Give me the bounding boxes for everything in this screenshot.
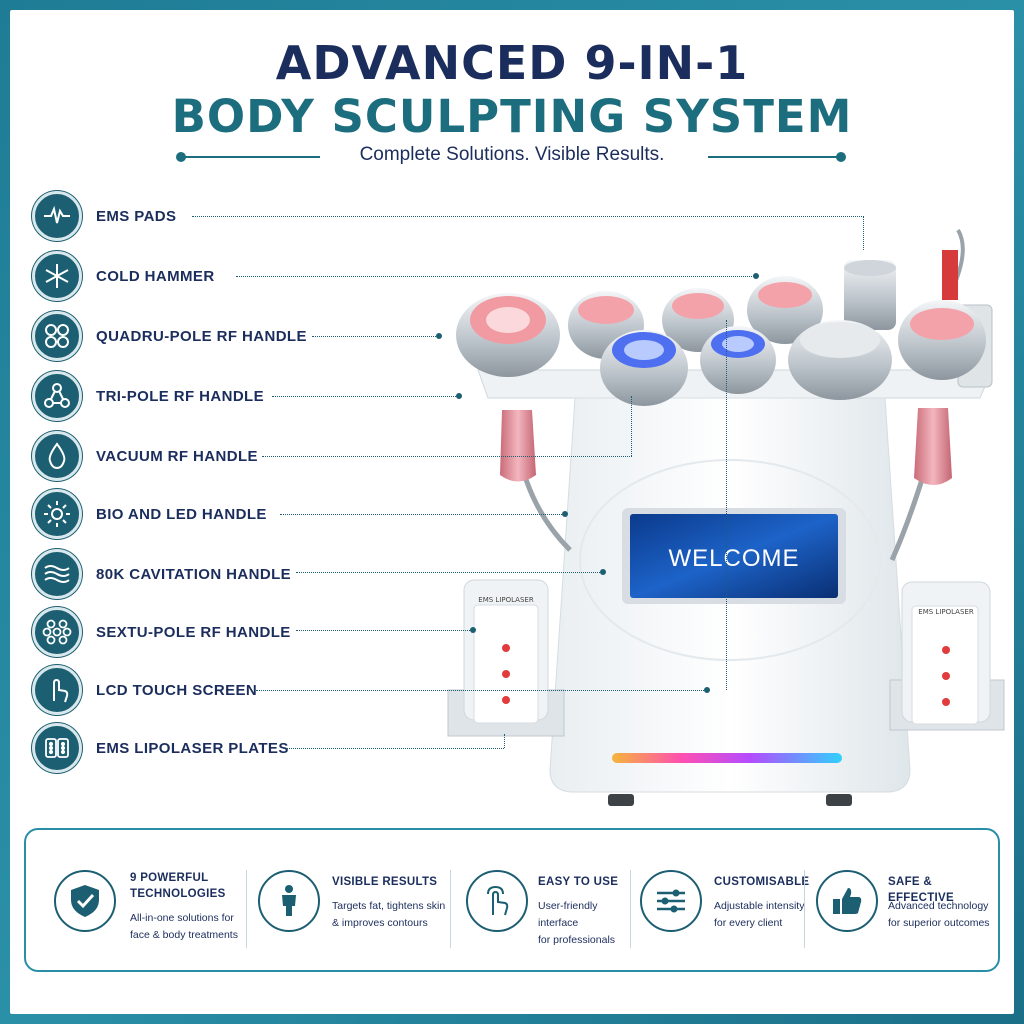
tagline-line-left <box>182 156 320 158</box>
plates-icon <box>32 723 82 773</box>
feature-label: 80K CAVITATION HANDLE <box>96 565 292 583</box>
benefit-desc: Targets fat, tightens skin& improves con… <box>332 900 446 929</box>
title-line-1: ADVANCED 9-IN-1 <box>275 36 749 90</box>
lipolaser-right: EMS LIPOLASER <box>889 581 1005 731</box>
leader-cav <box>296 572 602 573</box>
feature-label: EMS PADS <box>96 207 177 225</box>
feature-tri-pole: TRI-POLE RF HANDLE <box>32 370 264 422</box>
leader-ems <box>192 216 864 217</box>
feature-label: VACUUM RF HANDLE <box>96 447 258 465</box>
leader-lipo <box>286 748 504 749</box>
leader-tri <box>272 396 458 397</box>
benefit-title: EASY TO USE <box>538 876 619 888</box>
sliders-icon <box>640 870 702 932</box>
tagline: Complete Solutions. Visible Results. <box>359 144 665 165</box>
six-circles-icon <box>32 607 82 657</box>
benefit-title: VISIBLE RESULTS <box>332 876 438 888</box>
three-nodes-icon <box>32 371 82 421</box>
leader-lcd <box>256 690 706 691</box>
feature-quadru-pole: QUADRU-POLE RF HANDLE <box>32 310 307 362</box>
product-infographic: ADVANCED 9-IN-1 BODY SCULPTING SYSTEM Co… <box>10 10 1014 1014</box>
snowflake-icon <box>32 251 82 301</box>
droplet-icon <box>32 431 82 481</box>
screen-welcome-text: WELCOME <box>668 545 799 572</box>
lipolaser-left: EMS LIPOLASER <box>447 579 565 737</box>
tap-hand-icon <box>466 870 528 932</box>
leader-quad <box>312 336 438 337</box>
tagline-dot-left <box>176 152 186 162</box>
sun-rays-icon <box>32 489 82 539</box>
benefit-title: SAFE & EFFECTIVE <box>888 876 954 904</box>
handles-group <box>456 260 986 406</box>
lcd-screen[interactable] <box>630 514 838 598</box>
four-circles-icon <box>32 311 82 361</box>
feature-label: TRI-POLE RF HANDLE <box>96 387 265 405</box>
feature-label: COLD HAMMER <box>96 267 215 285</box>
feature-label: EMS LIPOLASER PLATES <box>96 739 289 757</box>
pulse-wave-icon <box>32 191 82 241</box>
benefit-title: CUSTOMISABLE <box>714 876 810 888</box>
shield-check-icon <box>54 870 116 932</box>
benefit-visible-results: VISIBLE RESULTS Targets fat, tightens sk… <box>248 830 448 974</box>
feature-label: QUADRU-POLE RF HANDLE <box>96 327 307 345</box>
led-strip <box>612 753 842 763</box>
feature-cold-hammer: COLD HAMMER <box>32 250 215 302</box>
feature-label: BIO AND LED HANDLE <box>96 505 267 523</box>
body-figure-icon <box>258 870 320 932</box>
thumbs-up-icon <box>816 870 878 932</box>
feature-lipolaser: EMS LIPOLASER PLATES <box>32 722 289 774</box>
svg-text:EMS LIPOLASER: EMS LIPOLASER <box>478 596 534 604</box>
feature-sextu-pole: SEXTU-POLE RF HANDLE <box>32 606 291 658</box>
tagline-line-right <box>708 156 840 158</box>
leader-vacuum <box>262 456 632 457</box>
feature-vacuum-rf: VACUUM RF HANDLE <box>32 430 258 482</box>
feature-lcd: LCD TOUCH SCREEN <box>32 664 257 716</box>
device-illustration: WELCOME <box>447 228 1005 806</box>
feature-label: SEXTU-POLE RF HANDLE <box>96 623 291 641</box>
feature-label: LCD TOUCH SCREEN <box>96 681 258 699</box>
leader-cold <box>236 276 756 277</box>
svg-text:EMS LIPOLASER: EMS LIPOLASER <box>918 608 974 616</box>
tagline-row: Complete Solutions. Visible Results. <box>10 144 1014 170</box>
touch-hand-icon <box>32 665 82 715</box>
feature-bio-led: BIO AND LED HANDLE <box>32 488 267 540</box>
feature-ems-pads: EMS PADS <box>32 190 176 242</box>
feature-cavitation: 80K CAVITATION HANDLE <box>32 548 291 600</box>
title-line-2: BODY SCULPTING SYSTEM <box>171 90 853 143</box>
leader-bio <box>280 514 564 515</box>
tagline-dot-right <box>836 152 846 162</box>
leader-sextu <box>296 630 472 631</box>
waves-icon <box>32 549 82 599</box>
